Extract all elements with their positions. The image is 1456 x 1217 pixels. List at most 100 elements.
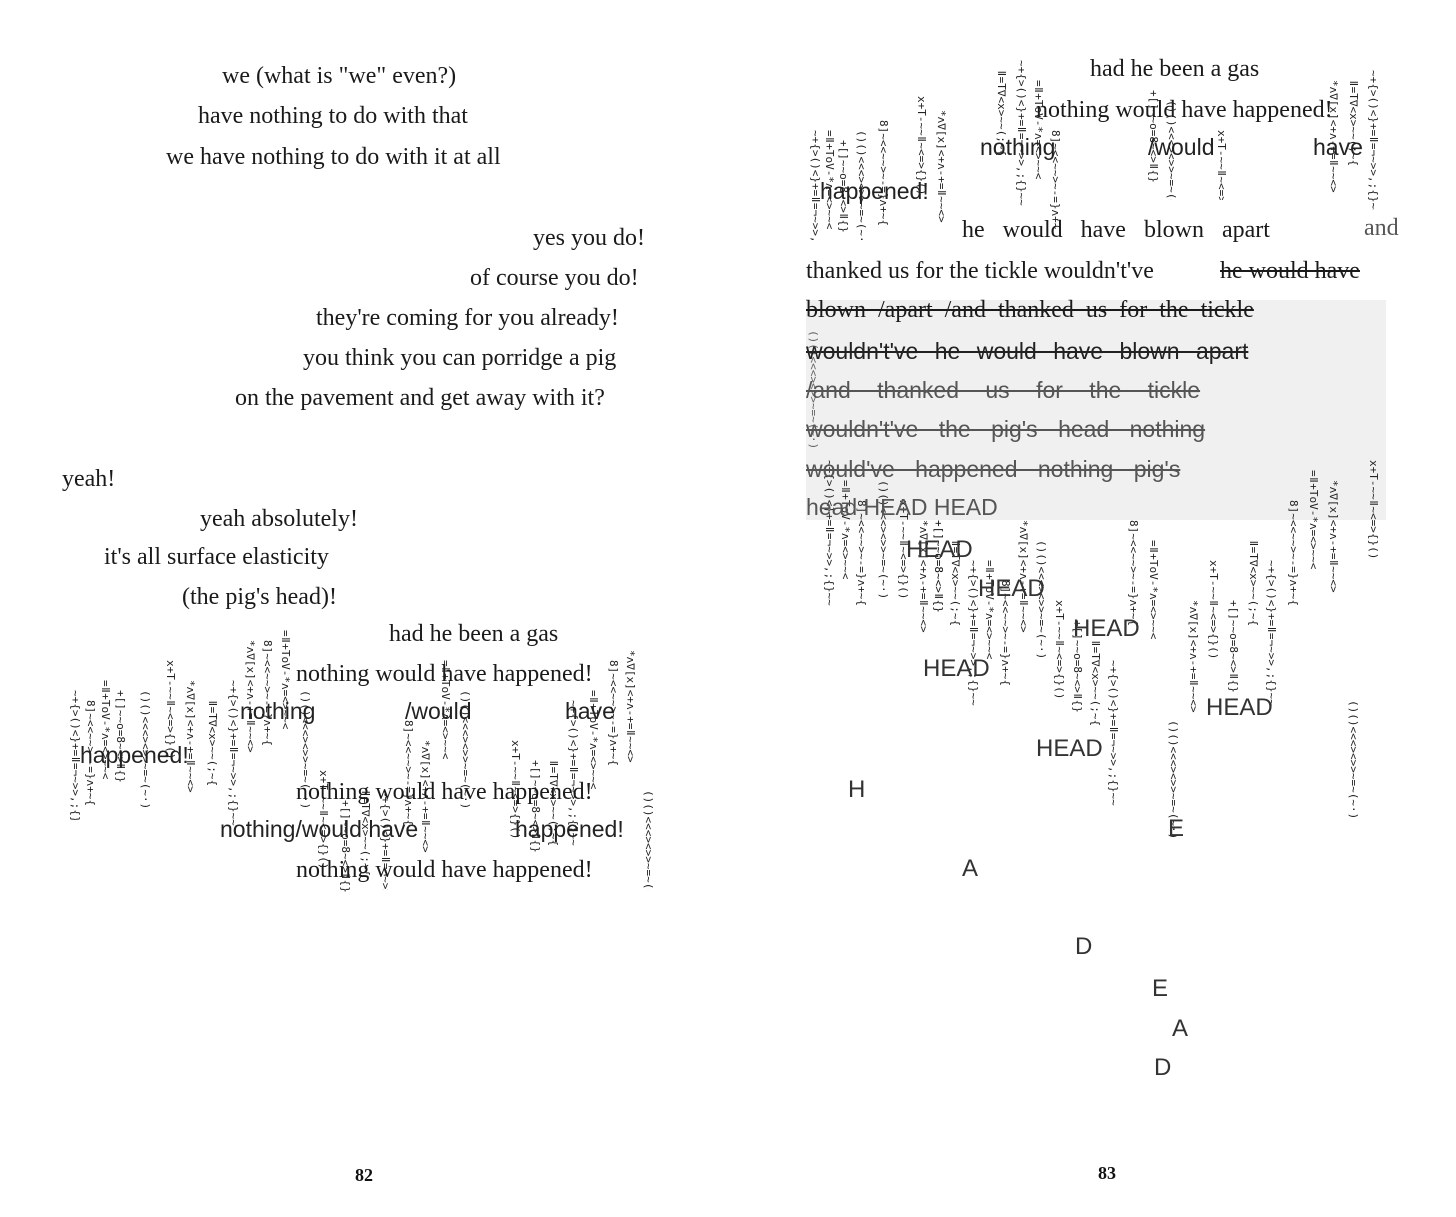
overlay-line: head HEAD HEAD [806, 494, 998, 520]
glyph-column: ~+{>()<}+=ǁ=¬~>>,;{}~~ [1368, 70, 1379, 210]
glyph-column: ()()<<<><>>~=~(~·) [1348, 700, 1359, 820]
poem-line: and [1364, 215, 1399, 241]
poem-line: have nothing to do with that [198, 103, 468, 129]
glyph-column: ǁ=T∇<x>~~(;~{ [996, 70, 1007, 157]
glyph-column: *ʌ∇[x]<+ʌ-+=ǁ~~<> [1328, 480, 1339, 593]
glyph-column: x+T-~~ǁ~<=>{}() [1054, 600, 1065, 700]
glyph-column: ()()<<<><>>~=~(~·) [300, 690, 311, 810]
concrete-word: have [1313, 134, 1363, 160]
poem-line: had he been a gas [1090, 56, 1260, 82]
glyph-column: +[]~~o=8~<>ǁ{} [933, 520, 944, 613]
concrete-word: nothing [240, 698, 316, 724]
glyph-column: =ǁ+ToV-*ʌ=<>~~< [1148, 540, 1159, 640]
glyph-column: ǁ=T∇<x>~~(;~{ [1090, 640, 1101, 727]
falling-letter: A [1172, 1015, 1189, 1042]
right-page: had he been a gas nothing would have hap… [728, 0, 1456, 1217]
glyph-column: +[]~~o=8~<>ǁ{} [1072, 620, 1083, 713]
glyph-column: =ǁ+ToV-*ʌ=<>~~< [440, 660, 451, 760]
falling-letter: D [1154, 1054, 1172, 1081]
ink-smudge [806, 300, 1386, 520]
head-word: HEAD [1036, 735, 1103, 762]
glyph-column: x+T-~~ǁ~<=>{}() [898, 500, 909, 600]
glyph-column: *ʌ∇[x]<+ʌ-+=ǁ~~<> [918, 520, 929, 633]
glyph-column: ǁ=T∇<x>~~(;~{ [950, 540, 961, 627]
glyph-column: =ǁ+ToV-*ʌ=<>~~< [100, 680, 111, 780]
glyph-column: *ʌ∇[x]<+ʌ-+=ǁ~~<> [245, 640, 256, 753]
glyph-column: *ʌ∇[x]<+ʌ-+=ǁ~~<> [1018, 520, 1029, 633]
glyph-column: ~+{>()<}+=ǁ=¬~>>,;{}~~ [824, 460, 835, 606]
glyph-column: x+T-~~ǁ~<=>{}() [165, 660, 176, 760]
glyph-column: x+T-~~ǁ~<=>{}() [1368, 460, 1379, 560]
poem-line: nothing would have happened! [1036, 97, 1333, 123]
glyph-column: 8]~<<~~>~-=}ʌ+~{ [262, 640, 273, 746]
poem-line: of course you do! [470, 265, 639, 291]
glyph-column: 8]~<<~~>~-=}ʌ+~{ [85, 700, 96, 806]
poem-line: yes you do! [533, 225, 645, 251]
glyph-column: ~+{>()<}+=ǁ=¬~>>,;{}~~ [968, 560, 979, 706]
glyph-column: ()()<<<><>>~=~(~·) [643, 790, 654, 890]
glyph-column: ǁ=T∇<x>~~(;~{ [548, 760, 559, 847]
concrete-word: nothing [980, 134, 1056, 160]
glyph-column: x+T-~~ǁ~<=>{}() [318, 770, 329, 870]
glyph-column: ~+{>()<}+=ǁ=¬~>>,;{}~~ [1108, 660, 1119, 806]
glyph-column: 8]~<<~~>~-=}ʌ+~{ [1288, 500, 1299, 606]
poem-line: (the pig's head)! [182, 584, 337, 610]
concrete-word: happened! [820, 178, 929, 204]
falling-letter: E [1152, 975, 1169, 1002]
falling-letter: H [848, 776, 866, 803]
glyph-column: =ǁ+ToV-*ʌ=<>~~< [1308, 470, 1319, 570]
glyph-column: *ʌ∇[x]<+ʌ-+=ǁ~~<> [185, 680, 196, 793]
concrete-word: /would [405, 698, 472, 724]
glyph-column: +[]~~o=8~<>ǁ{} [1228, 600, 1239, 693]
glyph-column: ~+{>()<}+=ǁ=¬~>>,;{}~~ [228, 680, 239, 826]
poem-line: thanked us for the tickle wouldn't've [806, 258, 1154, 284]
head-word: HEAD [906, 536, 973, 563]
glyph-column: ()()<<<><>>~=~(~·) [856, 130, 867, 240]
glyph-column: *ʌ∇[x]<+ʌ-+=ǁ~~<> [625, 650, 636, 763]
glyph-column: x+T-~~ǁ~<=>{}() [1208, 560, 1219, 660]
glyph-column: ǁ=T∇<x>~~(;~{ [360, 790, 371, 877]
glyph-column: =ǁ+ToV-*ʌ=<>~~< [280, 630, 291, 730]
glyph-column: ()()<<<><>>~=~(~·) [878, 480, 889, 600]
glyph-column: =ǁ+ToV-*ʌ=<>~~< [588, 690, 599, 790]
concrete-word: have [565, 698, 615, 724]
poem-line: it's all surface elasticity [104, 544, 329, 570]
glyph-column: 8]~<<~~>~-=}ʌ+~{ [608, 660, 619, 766]
glyph-column: ǁ=T∇<x>~~(;~{ [207, 700, 218, 787]
glyph-column: x+T-~~ǁ~<=>{}() [916, 96, 927, 196]
poem-line: we have nothing to do with it at all [166, 144, 501, 170]
overlay-line: wouldn't've he would have blown apart [806, 338, 1249, 364]
glyph-column: +[]~~o=8~<>ǁ{} [340, 800, 351, 893]
concrete-word: happened! [80, 742, 189, 768]
concrete-line: nothing would have happened! [296, 779, 593, 805]
glyph-column: *ʌ∇[x]<+ʌ-+=ǁ~~<> [420, 740, 431, 853]
glyph-column: x+T-~~ǁ~<=>{}() [1216, 130, 1227, 200]
overlay-line: /and thanked us for the tickle [806, 377, 1201, 403]
glyph-column: 8]~<<~~>~-=}ʌ+~{ [403, 720, 414, 826]
overlay-line: blown /apart /and thanked us for the tic… [806, 297, 1254, 323]
glyph-column: +[]~~o=8~<>ǁ{} [1148, 90, 1159, 183]
glyph-column: ~+{>()<}+=ǁ=¬~>>,;{}~~ [380, 790, 391, 890]
glyph-column: 8]~<<~~>~-=}ʌ+~{ [856, 500, 867, 606]
glyph-column: ~+{>()<}+=ǁ=¬~>>,;{}~~ [70, 690, 81, 820]
falling-letter: A [962, 855, 979, 882]
concrete-line: nothing/would have [220, 816, 419, 842]
glyph-column: 8]~<<~~>~-=}ʌ+~{ [1050, 130, 1061, 230]
head-word: HEAD [978, 575, 1045, 602]
glyph-column: ()()<<<><>>~=~(~·) [1166, 100, 1177, 200]
glyph-column: ()()<<<><>>~=~(~·) [140, 690, 151, 810]
glyph-column: ~+{>()<}+=ǁ=¬~>>,;{}~~ [568, 700, 579, 846]
glyph-column: =ǁ+ToV-*ʌ=<>~~< [1033, 80, 1044, 180]
poem-line: you think you can porridge a pig [303, 345, 617, 371]
poem-line: we (what is "we" even?) [222, 63, 457, 89]
glyph-column: =ǁ+ToV-*ʌ=<>~~< [840, 480, 851, 580]
glyph-column: x+T-~~ǁ~<=>{}() [510, 740, 521, 840]
head-word: HEAD [1073, 615, 1140, 642]
head-word: HEAD [923, 655, 990, 682]
poem-line: yeah! [62, 466, 116, 492]
falling-letter: E [1168, 815, 1185, 842]
falling-letter: D [1075, 933, 1093, 960]
glyph-column: 8]~<<~~>~-=}ʌ+~{ [1000, 580, 1011, 686]
concrete-word: /would [1148, 134, 1215, 160]
